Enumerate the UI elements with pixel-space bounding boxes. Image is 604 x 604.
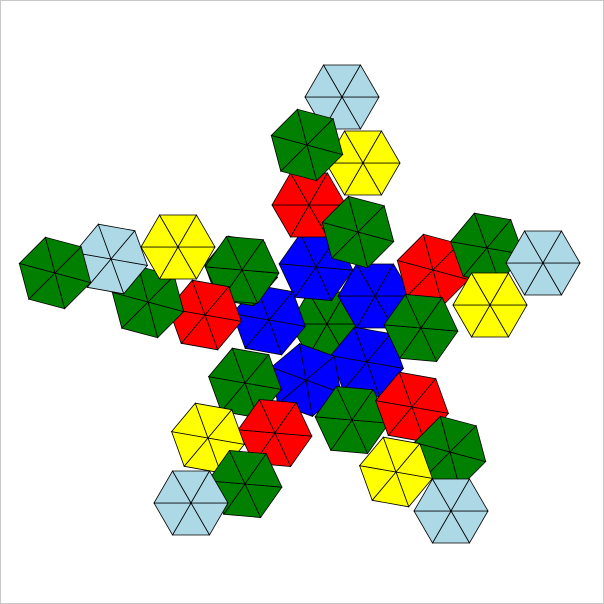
inner-blue-4-triangle [305,355,342,394]
arm-top-red-triangle [308,172,347,206]
arm-left-yellow-triangle [177,214,216,248]
arm-top-green-mid-hexagon [270,108,344,182]
arm-lowright-red-hexagon [374,371,450,443]
arm-lowright-green-2-triangle [449,425,487,463]
arm-lowleft-green-2-triangle [244,452,283,488]
arm-lowleft-light-blue-hexagon [153,470,229,536]
arm-top-light-blue-hexagon [304,64,380,130]
arm-lowleft-green-triangle [244,353,283,390]
arm-lowleft-light-blue-triangle [190,470,229,504]
arm-lowright-yellow-triangle [395,442,434,479]
arm-lowleft-yellow-triangle [207,408,246,445]
arm-top-green-mid-triangle [306,118,344,156]
arm-right-yellow-hexagon [452,272,528,338]
arm-left-red-triangle [204,285,243,322]
arm-lowright-light-blue-hexagon [413,478,489,544]
arm-right-yellow-triangle [489,272,528,306]
arm-lowright-red-triangle [411,377,450,414]
arm-top-green-hexagon [321,195,395,269]
arm-lowleft-red-hexagon [237,398,313,468]
arm-right-light-blue-triangle [542,230,581,264]
arm-left-green-triangle [147,275,185,313]
arm-left-light-blue-hexagon [73,223,149,295]
arm-right-light-blue-hexagon [505,230,581,296]
arm-right-green-low-hexagon [383,293,459,363]
arm-top-yellow-triangle [362,130,401,164]
arm-lowright-green-hexagon [314,385,390,455]
arm-left-yellow-hexagon [140,214,216,280]
arm-lowright-light-blue-triangle [450,478,489,512]
arm-lowright-yellow-hexagon [358,436,434,508]
arm-top-green-triangle [357,205,395,243]
arm-right-green-triangle [486,218,525,255]
arm-left-green-top-triangle [241,238,280,274]
arm-top-yellow-hexagon [325,130,401,196]
inner-blue-1-hexagon [278,232,354,302]
arm-left-green-end-triangle [54,246,92,284]
arm-lowleft-red-triangle [274,401,313,437]
arm-right-green-low-triangle [420,296,459,332]
inner-blue-3-hexagon [329,326,405,398]
arm-top-light-blue-triangle [341,64,380,98]
inner-blue-5-triangle [268,290,307,327]
arm-left-light-blue-triangle [110,229,149,266]
arm-left-green-end-hexagon [18,236,92,310]
arm-left-red-hexagon [167,279,243,351]
arm-lowright-green-2-hexagon [413,415,487,489]
inner-blue-4-hexagon [270,342,342,418]
